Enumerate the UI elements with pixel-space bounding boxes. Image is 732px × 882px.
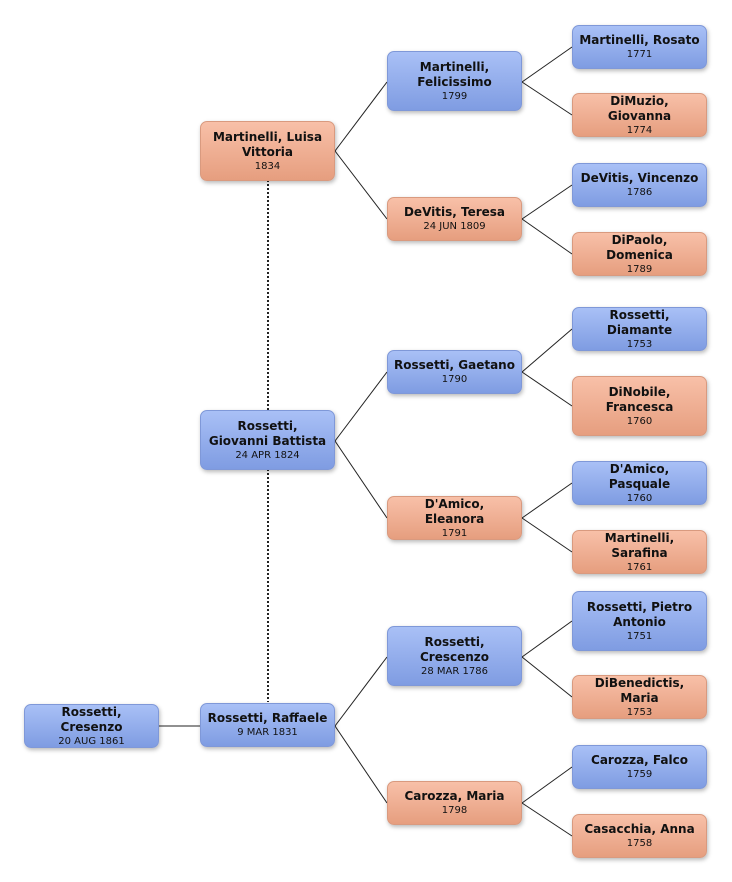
person-name: DeVitis, Vincenzo	[580, 171, 699, 185]
connector-ff-ffm	[521, 656, 573, 698]
person-box-rossetti-diamante[interactable]: Rossetti, Diamante 1753	[572, 307, 707, 351]
person-box-rossetti-cresenzo[interactable]: Rossetti, Cresenzo 20 AUG 1861	[24, 704, 159, 748]
connector-lf-lff	[521, 46, 573, 83]
person-box-rossetti-crescenzo[interactable]: Rossetti, Crescenzo 28 MAR 1786	[387, 626, 522, 686]
person-name: Rossetti, Pietro Antonio	[586, 599, 693, 629]
person-box-rossetti-pietro-antonio[interactable]: Rossetti, Pietro Antonio 1751	[572, 591, 707, 651]
person-date: 1799	[441, 90, 468, 102]
connector-lm-lmf	[521, 184, 573, 220]
person-date: 1790	[441, 374, 468, 385]
person-name: Martinelli, Rosato	[579, 33, 700, 47]
person-box-casacchia-anna[interactable]: Casacchia, Anna 1758	[572, 814, 707, 858]
person-box-dimuzio-giovanna[interactable]: DiMuzio, Giovanna 1774	[572, 93, 707, 137]
connector-gf-gfm	[521, 371, 573, 407]
person-name: Casacchia, Anna	[584, 822, 695, 836]
person-date: 1798	[441, 805, 468, 816]
person-date: 1753	[626, 338, 653, 350]
person-box-damico-eleanora[interactable]: D'Amico, Eleanora 1791	[387, 496, 522, 540]
person-name: Rossetti, Raffaele	[207, 711, 328, 725]
person-date: 1789	[626, 263, 653, 275]
person-box-rossetti-gaetano[interactable]: Rossetti, Gaetano 1790	[387, 350, 522, 394]
connector-spouse3-lf	[334, 81, 388, 152]
person-box-martinelli-sarafina[interactable]: Martinelli, Sarafina 1761	[572, 530, 707, 574]
person-name: DiBenedictis, Maria	[594, 675, 685, 705]
person-box-dipaolo-domenica[interactable]: DiPaolo, Domenica 1789	[572, 232, 707, 276]
person-date: 9 MAR 1831	[237, 727, 298, 738]
person-date: 1760	[626, 492, 653, 504]
person-date: 1786	[626, 187, 653, 198]
person-name: D'Amico, Eleanora	[424, 496, 485, 526]
connector-spouse2-gm	[334, 440, 388, 519]
person-date: 24 JUN 1809	[423, 221, 486, 232]
person-box-dibenedictis-maria[interactable]: DiBenedictis, Maria 1753	[572, 675, 707, 719]
person-date: 1760	[626, 415, 653, 427]
person-name: DiPaolo, Domenica	[606, 232, 673, 262]
person-date: 1759	[626, 769, 653, 780]
person-box-carozza-maria[interactable]: Carozza, Maria 1798	[387, 781, 522, 825]
connector-lm-lmm	[521, 218, 573, 255]
person-name: Martinelli, Luisa Vittoria	[212, 129, 323, 159]
person-date: 1834	[254, 160, 281, 172]
person-box-rossetti-raffaele[interactable]: Rossetti, Raffaele 9 MAR 1831	[200, 703, 335, 747]
connector-lines	[159, 46, 573, 837]
person-name: Rossetti, Crescenzo	[419, 634, 490, 664]
person-box-devitis-teresa[interactable]: DeVitis, Teresa 24 JUN 1809	[387, 197, 522, 241]
person-date: 1771	[626, 49, 653, 60]
person-name: Carozza, Maria	[404, 789, 505, 803]
person-name: DeVitis, Teresa	[403, 205, 506, 219]
person-name: Rossetti, Diamante	[606, 307, 673, 337]
person-date: 1791	[441, 527, 468, 539]
connector-spouse2-gf	[334, 371, 388, 442]
person-box-martinelli-luisa-vittoria[interactable]: Martinelli, Luisa Vittoria 1834	[200, 121, 335, 181]
connector-gm-gmf	[521, 482, 573, 519]
person-date: 28 MAR 1786	[421, 665, 488, 677]
person-box-dinobile-francesca[interactable]: DiNobile, Francesca 1760	[572, 376, 707, 436]
person-date: 24 APR 1824	[235, 449, 300, 461]
connector-ff-fff	[521, 620, 573, 658]
person-name: Martinelli, Sarafina	[604, 530, 675, 560]
connector-father-fm	[334, 725, 388, 804]
person-name: Carozza, Falco	[591, 753, 688, 767]
person-name: Rossetti, Giovanni Battista	[208, 418, 327, 448]
person-box-devitis-vincenzo[interactable]: DeVitis, Vincenzo 1786	[572, 163, 707, 207]
person-box-martinelli-felicissimo[interactable]: Martinelli, Felicissimo 1799	[387, 51, 522, 111]
person-date: 1761	[626, 561, 653, 573]
connector-gm-gmm	[521, 517, 573, 553]
person-box-martinelli-rosato[interactable]: Martinelli, Rosato 1771	[572, 25, 707, 69]
connector-father-ff	[334, 656, 388, 727]
person-date: 1751	[626, 630, 653, 642]
person-name: Rossetti, Gaetano	[394, 358, 515, 372]
person-box-carozza-falco[interactable]: Carozza, Falco 1759	[572, 745, 707, 789]
person-box-rossetti-giovanni-battista[interactable]: Rossetti, Giovanni Battista 24 APR 1824	[200, 410, 335, 470]
person-date: 20 AUG 1861	[58, 735, 125, 747]
person-name: DiNobile, Francesca	[605, 384, 674, 414]
connector-fm-fmf	[521, 766, 573, 804]
connector-spouse3-lm	[334, 150, 388, 220]
person-name: Rossetti, Cresenzo	[60, 704, 123, 734]
person-date: 1758	[626, 838, 653, 849]
person-box-damico-pasquale[interactable]: D'Amico, Pasquale 1760	[572, 461, 707, 505]
connector-fm-fmm	[521, 802, 573, 837]
person-name: Martinelli, Felicissimo	[417, 59, 492, 89]
person-date: 1753	[626, 706, 653, 718]
person-name: DiMuzio, Giovanna	[607, 93, 672, 123]
person-name: D'Amico, Pasquale	[608, 461, 671, 491]
connector-lf-lfm	[521, 81, 573, 116]
person-date: 1774	[626, 124, 653, 136]
connector-gf-gff	[521, 328, 573, 373]
